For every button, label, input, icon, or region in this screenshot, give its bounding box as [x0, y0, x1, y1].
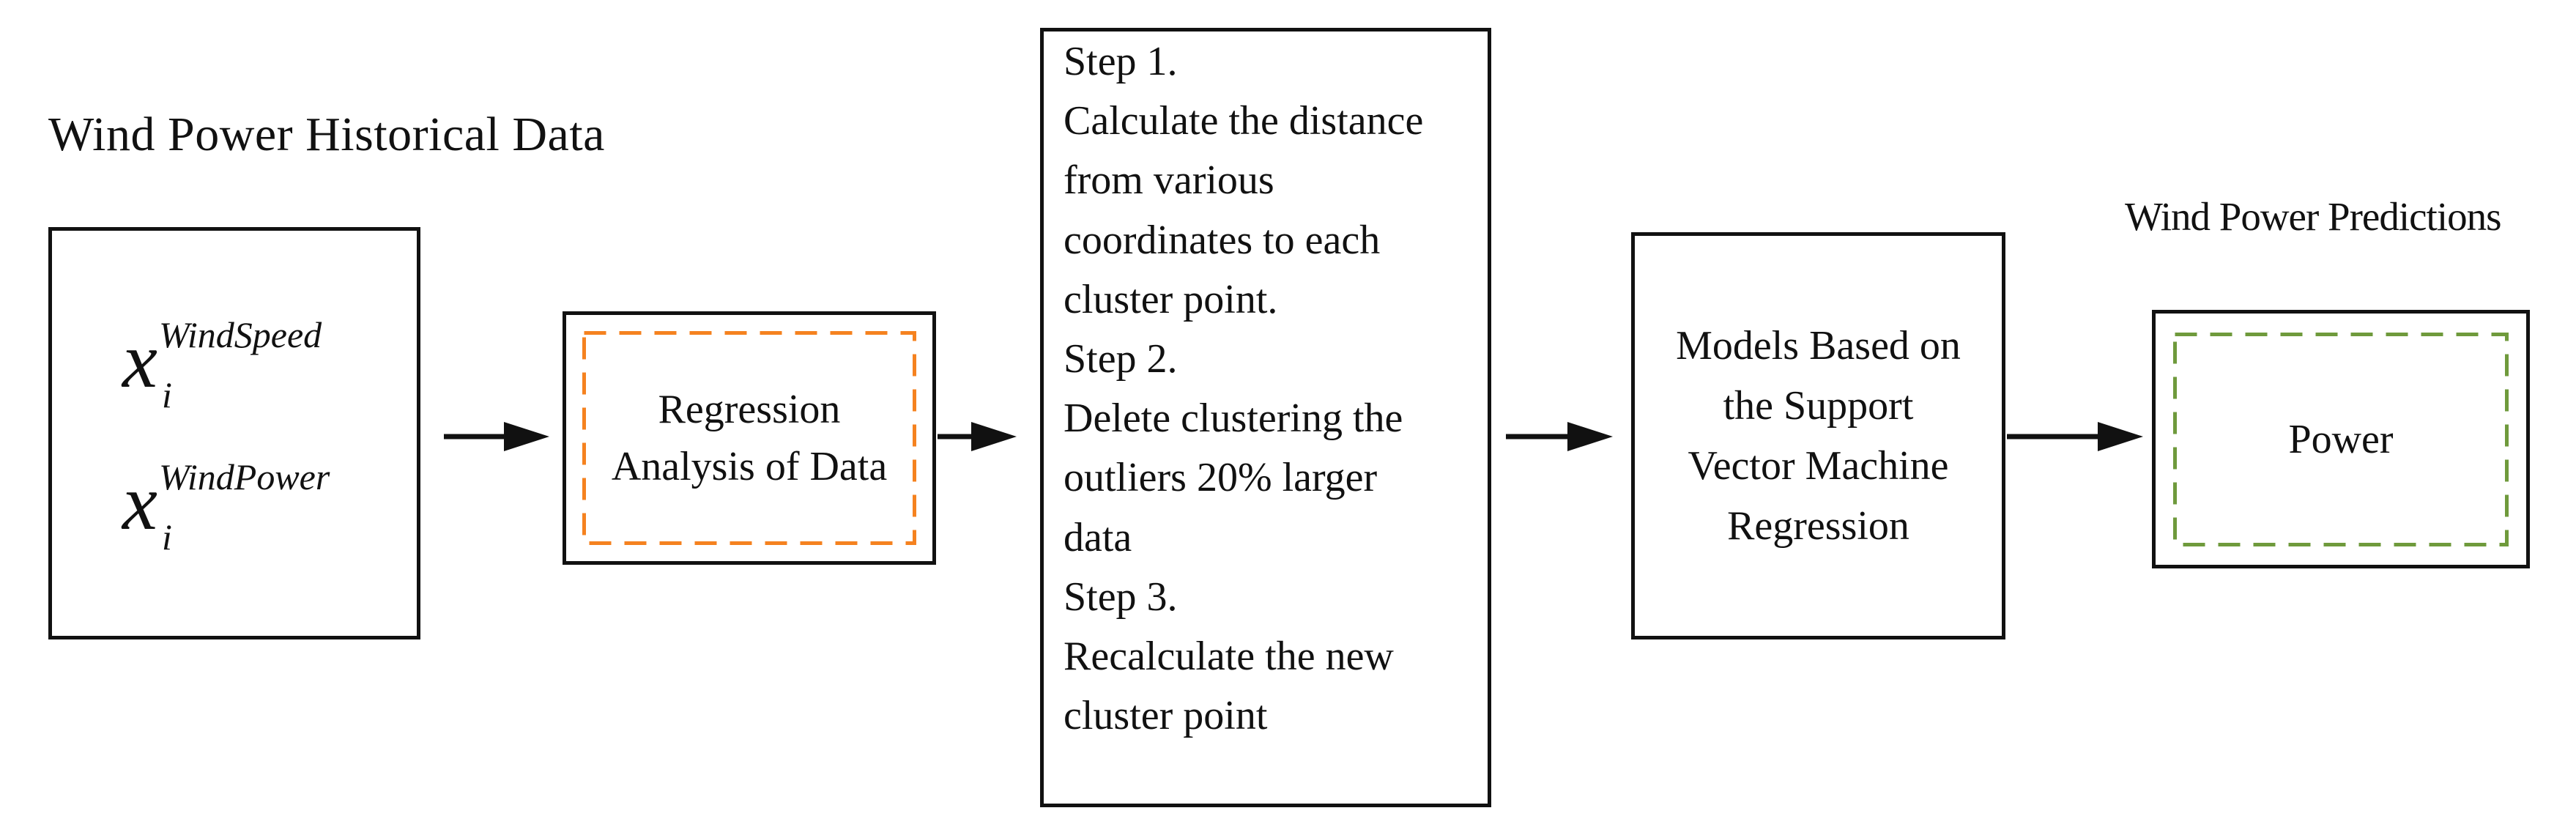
wind-speed-superscript: WindSpeed: [159, 314, 322, 355]
svm-model-box: Models Based on the Support Vector Machi…: [1631, 232, 2005, 639]
step-line: Step 1.: [1064, 39, 1178, 84]
arrow-regression-to-steps: [938, 422, 1017, 451]
regression-label-line-2: Analysis of Data: [611, 444, 888, 489]
clustering-steps-text: Step 1. Calculate the distance from vari…: [1064, 32, 1481, 746]
arrow-input-to-regression: [444, 422, 549, 451]
power-output-box: Power: [2152, 310, 2530, 568]
step-line: cluster point.: [1064, 276, 1278, 322]
regression-dashed-border: [582, 331, 916, 545]
step-line: Calculate the distance: [1064, 98, 1424, 144]
step-line: coordinates to each: [1064, 217, 1381, 263]
step-line: from various: [1064, 157, 1274, 204]
wind-speed-subscript: i: [162, 374, 172, 415]
step-line: cluster point: [1064, 693, 1268, 739]
arrow-steps-to-model: [1506, 422, 1613, 451]
svm-model-line-4: Regression: [1727, 503, 1909, 549]
step-line: outliers 20% larger: [1064, 455, 1378, 501]
svm-model-line-3: Vector Machine: [1688, 443, 1949, 489]
clustering-steps-box: [1040, 28, 1491, 807]
step-line: Step 3.: [1064, 574, 1178, 620]
svm-model-label: Models Based on the Support Vector Machi…: [1635, 236, 2002, 636]
wind-power-symbol: x: [122, 459, 157, 546]
step-line: data: [1064, 514, 1132, 560]
regression-label-line-1: Regression: [658, 387, 841, 432]
svm-model-line-2: the Support: [1723, 383, 1914, 429]
wind-speed-symbol: x: [122, 317, 157, 404]
svm-model-line-1: Models Based on: [1676, 323, 1961, 368]
input-data-box: x WindSpeed i x WindPower i: [48, 227, 420, 639]
historical-data-title: Wind Power Historical Data: [48, 108, 605, 161]
wind-power-superscript: WindPower: [159, 456, 330, 497]
predictions-title: Wind Power Predictions: [2125, 194, 2501, 239]
power-label: Power: [2288, 416, 2394, 462]
step-line: Delete clustering the: [1064, 396, 1403, 442]
regression-analysis-box: Regression Analysis of Data: [563, 311, 936, 565]
step-line: Recalculate the new: [1064, 634, 1394, 680]
arrow-model-to-power: [2007, 422, 2143, 451]
regression-label: Regression Analysis of Data: [566, 315, 932, 561]
power-dashed-border: [2173, 333, 2509, 546]
step-line: Step 2.: [1064, 336, 1178, 382]
wind-power-subscript: i: [162, 516, 172, 557]
